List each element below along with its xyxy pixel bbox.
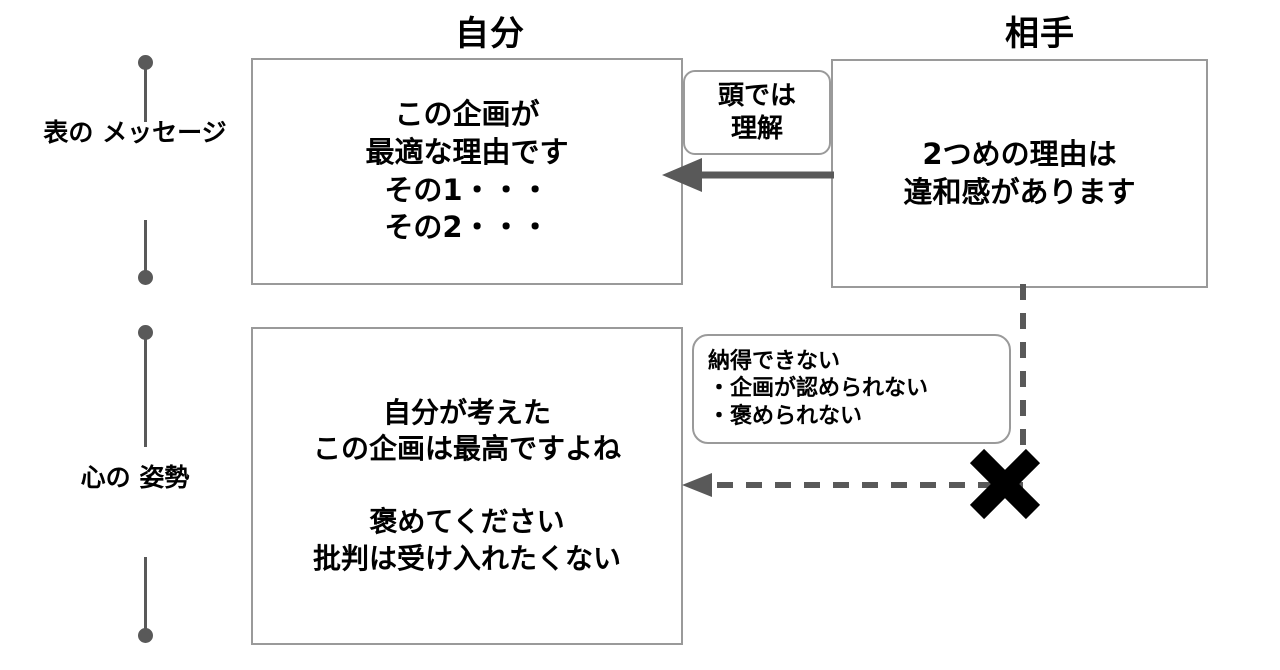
box-other-surface-message-text: 2つめの理由は 違和感があります: [903, 136, 1136, 209]
brace-dot-bottom: [138, 270, 153, 285]
brace-dot-bottom: [138, 628, 153, 643]
box-other-surface-message: 2つめの理由は 違和感があります: [831, 59, 1208, 288]
box-self-inner-stance-text: 自分が考えた この企画は最高ですよね 褒めてください 批判は受け入れたくない: [312, 396, 621, 575]
box-self-inner-stance: 自分が考えた この企画は最高ですよね 褒めてください 批判は受け入れたくない: [251, 327, 683, 645]
connector-other-to-self-dashed: [680, 282, 1040, 512]
arrow-other-to-self-solid: [660, 158, 835, 192]
axis-label-inner-stance: 心の 姿勢: [80, 463, 190, 492]
axis-label-surface-message: 表の メッセージ: [43, 118, 227, 147]
axis-brace-stance: [125, 325, 165, 650]
column-header-self: 自分: [455, 14, 525, 54]
box-self-surface-message-text: この企画が 最適な理由です その1・・・ その2・・・: [365, 97, 569, 245]
brace-stem-upper: [144, 62, 147, 122]
callout-understands-intellectually: 頭では 理解: [683, 70, 831, 155]
box-self-surface-message: この企画が 最適な理由です その1・・・ その2・・・: [251, 58, 683, 285]
brace-stem-lower: [144, 220, 147, 278]
callout-not-convinced: 納得できない ・企画が認められない ・褒められない: [692, 334, 1011, 444]
callout-understands-intellectually-text: 頭では 理解: [717, 81, 796, 144]
axis-brace-surface: [125, 55, 165, 285]
column-header-other: 相手: [1005, 14, 1075, 54]
brace-stem-upper: [144, 332, 147, 447]
brace-stem-lower: [144, 557, 147, 637]
x-mark-blocked-icon: [968, 447, 1042, 521]
callout-not-convinced-text: 納得できない ・企画が認められない ・褒められない: [708, 348, 929, 429]
